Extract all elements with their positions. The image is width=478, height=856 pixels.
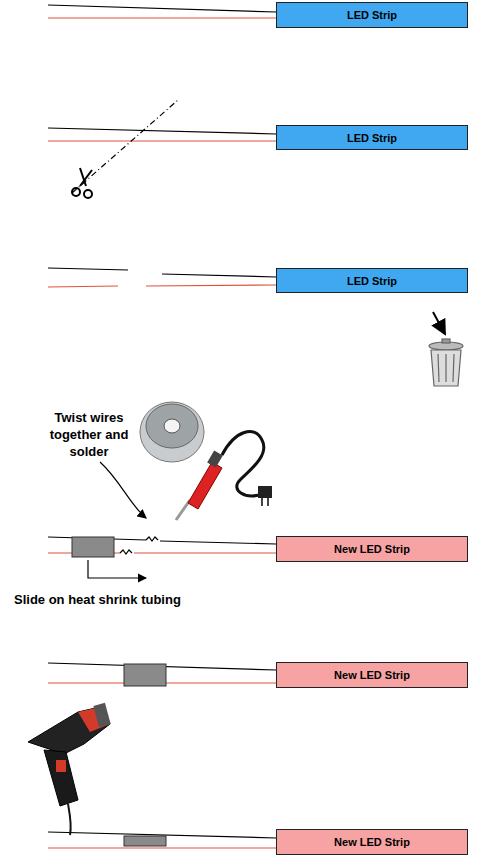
led-strip-box: LED Strip — [276, 268, 468, 293]
led-strip-box: LED Strip — [276, 125, 468, 150]
led-strip-box: LED Strip — [276, 2, 468, 28]
strip-label: LED Strip — [347, 275, 397, 287]
strip-label: New LED Strip — [334, 543, 410, 555]
led-strip-box: New LED Strip — [276, 662, 468, 688]
instruction-note: Slide on heat shrink tubing — [14, 592, 314, 609]
instruction-note: Twist wires together and solder — [30, 410, 148, 461]
strip-label: New LED Strip — [334, 836, 410, 848]
strip-label: New LED Strip — [334, 669, 410, 681]
strip-label: LED Strip — [347, 9, 397, 21]
led-strip-box: New LED Strip — [276, 829, 468, 855]
strip-label: LED Strip — [347, 132, 397, 144]
led-strip-box: New LED Strip — [276, 536, 468, 562]
